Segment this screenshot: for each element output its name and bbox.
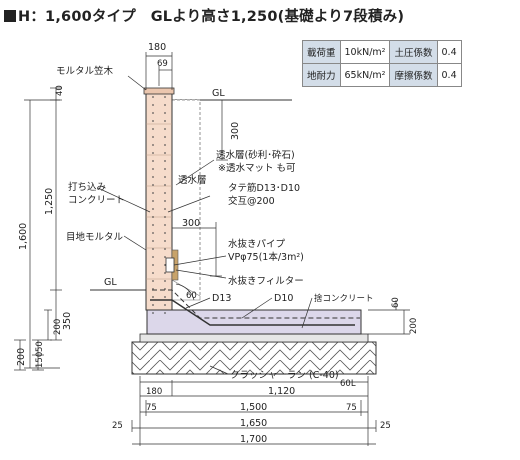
dim-1120-bottom: 1,120 (268, 386, 295, 397)
gl-top-label: GL (212, 88, 225, 99)
drain-pipe-label-b: VPφ75(1本/3m²) (228, 251, 304, 263)
dim-200-right: 200 (409, 318, 419, 334)
spec-value-friction: 0.4 (436, 63, 462, 87)
cast-concrete-label-a: 打ち込み (68, 181, 106, 193)
dim-50-left: 50 (35, 341, 45, 352)
crusher-run-base (131, 341, 377, 375)
rebar-label-a: タテ筋D13･D10 (228, 182, 300, 194)
spec-value-load: 10kN/m² (339, 40, 391, 64)
dim-1500-bottom: 1,500 (240, 402, 267, 413)
bottom-dimension-lines (131, 376, 377, 446)
dim-69-top: 69 (157, 59, 168, 69)
crusher-run-label: クラッシャーラン (C-40) (230, 370, 339, 381)
permeable-layer-label: 透水層 (178, 174, 207, 186)
right-dimension-lines (172, 100, 410, 335)
dim-300-mid: 300 (182, 218, 200, 229)
dim-200-left-b: 200 (16, 348, 27, 366)
dim-300-right: 300 (230, 122, 241, 140)
d13-label: D13 (212, 293, 231, 304)
spec-label-earth-pressure: 土圧係数 (389, 40, 438, 64)
angle-arc (175, 283, 195, 301)
dim-180-bottom: 180 (146, 387, 162, 397)
permeable-layer-label-a: 透水層(砂利･砕石) (216, 149, 295, 161)
dim-180-top: 180 (148, 42, 166, 53)
spec-row: 載荷重 10kN/m² 土圧係数 0.4 (302, 40, 462, 64)
drawing-title: H：1,600タイプ GLより高さ1,250(基礎より7段積み) (4, 5, 404, 26)
dim-1250-left: 1,250 (44, 188, 55, 215)
gl-left-label: GL (104, 277, 117, 288)
dim-40-left: 40 (55, 85, 65, 96)
dim-150-left: 150 (35, 352, 45, 368)
spec-row: 地耐力 65kN/m² 摩擦係数 0.4 (302, 63, 462, 87)
joint-mortar-label: 目地モルタル (66, 231, 124, 243)
dim-350-left: 350 (62, 312, 73, 330)
drain-filter-label: 水抜きフィルター (228, 275, 304, 287)
dim-60-right: 60 (391, 297, 401, 308)
top-dimension-lines (145, 52, 173, 90)
title-text: H：1,600タイプ GLより高さ1,250(基礎より7段積み) (18, 9, 405, 25)
dim-25-bottom-b: 25 (380, 421, 391, 431)
footing (146, 309, 362, 335)
leveling-concrete (139, 333, 369, 343)
title-square-icon (4, 10, 16, 22)
dim-60l-bottom: 60L (340, 379, 356, 389)
dim-75-bottom-a: 75 (146, 403, 157, 413)
d10-label: D10 (274, 293, 293, 304)
dim-75-bottom-b: 75 (346, 403, 357, 413)
rebar-label-b: 交互@200 (228, 195, 275, 207)
dim-200-left-a: 200 (53, 319, 63, 335)
rebar-d13 (150, 299, 355, 326)
dim-1650-bottom: 1,650 (240, 418, 267, 429)
cast-concrete-label-b: コンクリート (68, 195, 125, 206)
block-wall (145, 91, 173, 311)
dim-25-bottom-a: 25 (112, 421, 123, 431)
spec-label-bearing: 地耐力 (302, 63, 341, 87)
permeable-layer-label-b: ※透水マット も可 (218, 162, 295, 174)
dim-1700-bottom: 1,700 (240, 434, 267, 445)
mortar-cap-label: モルタル笠木 (56, 65, 114, 77)
spec-value-bearing: 65kN/m² (339, 63, 391, 87)
spec-value-earth-pressure: 0.4 (436, 40, 462, 64)
leader-lines (97, 75, 313, 375)
rebar-d10 (152, 289, 360, 319)
drain-pipe-label-a: 水抜きパイプ (228, 238, 286, 250)
spec-label-friction: 摩擦係数 (389, 63, 438, 87)
leveling-concrete-label: 捨コンクリート (314, 293, 374, 304)
left-dimension-lines (14, 87, 62, 371)
mortar-cap (143, 87, 175, 95)
dim-1600-left: 1,600 (18, 223, 29, 250)
block-joints (146, 123, 172, 280)
spec-table: 載荷重 10kN/m² 土圧係数 0.4 地耐力 65kN/m² 摩擦係数 0.… (302, 40, 462, 87)
angle-60-label: 60 (186, 291, 197, 301)
drain-pipe (165, 257, 175, 273)
